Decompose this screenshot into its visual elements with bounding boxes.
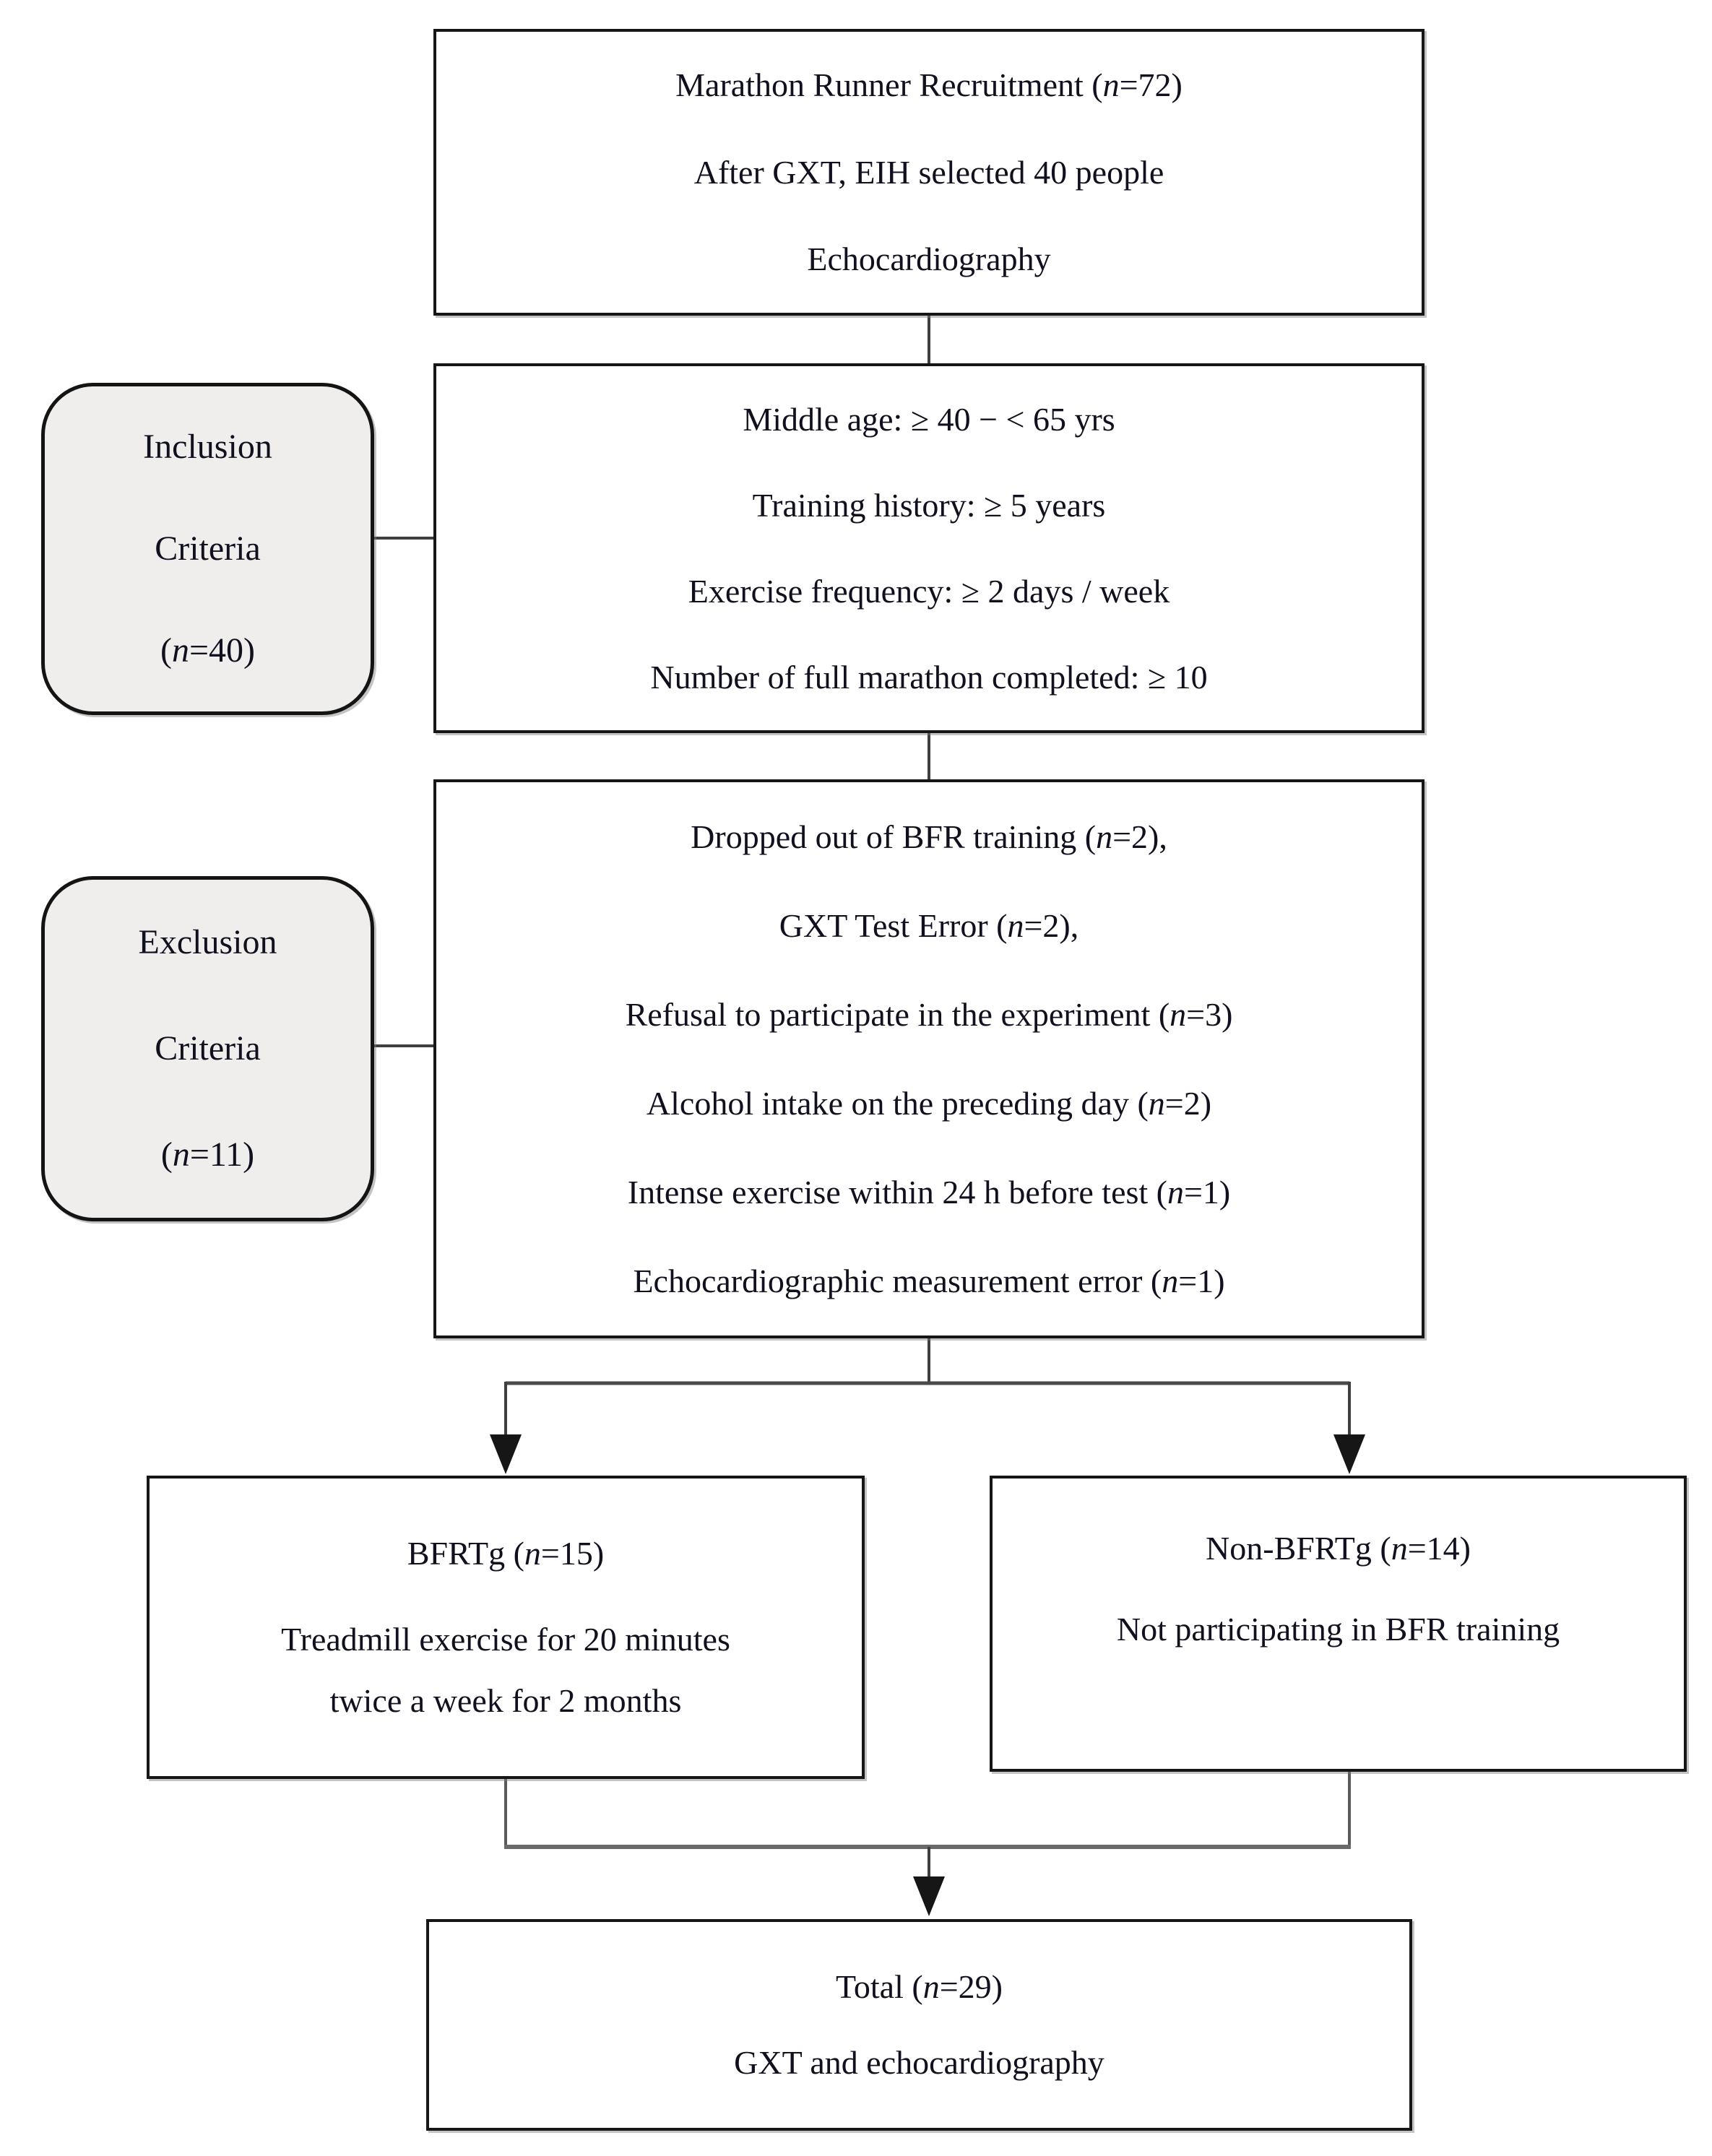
exclusion-label-line: Exclusion — [138, 923, 277, 962]
bfrtg-line: BFRTg (n=15) — [407, 1535, 605, 1572]
inclusion-label-line: Inclusion — [143, 428, 272, 467]
inclusion-criteria-label: Inclusion Criteria (n=40) — [41, 383, 374, 715]
total-line: Total (n=29) — [836, 1968, 1003, 2006]
exclusion-criteria-label: Exclusion Criteria (n=11) — [41, 876, 374, 1221]
inclusion-label-line: (n=40) — [160, 631, 256, 670]
inclusion-line: Middle age: ≥ 40 − < 65 yrs — [743, 400, 1115, 438]
exclusion-line: Echocardiographic measurement error (n=1… — [633, 1262, 1225, 1299]
arrowhead-right-branch — [1333, 1434, 1365, 1474]
recruitment-line: Marathon Runner Recruitment (n=72) — [675, 66, 1183, 104]
exclusion-criteria-box: Dropped out of BFR training (n=2), GXT T… — [433, 779, 1424, 1338]
inclusion-line: Exercise frequency: ≥ 2 days / week — [688, 572, 1170, 610]
exclusion-line: Intense exercise within 24 h before test… — [627, 1173, 1231, 1211]
non-bfrtg-line: Non-BFRTg (n=14) — [1206, 1530, 1471, 1567]
arrowhead-final — [913, 1876, 945, 1916]
inclusion-criteria-box: Middle age: ≥ 40 − < 65 yrs Training his… — [433, 363, 1424, 733]
arrowhead-left-branch — [490, 1434, 522, 1474]
bfrtg-line: Treadmill exercise for 20 minutes — [281, 1621, 730, 1658]
total-box: Total (n=29) GXT and echocardiography — [426, 1919, 1412, 2131]
exclusion-line: Refusal to participate in the experiment… — [625, 995, 1233, 1033]
exclusion-line: Dropped out of BFR training (n=2), — [691, 818, 1167, 855]
bfrtg-group-box: BFRTg (n=15) Treadmill exercise for 20 m… — [147, 1476, 865, 1779]
non-bfrtg-group-box: Non-BFRTg (n=14) Not participating in BF… — [990, 1476, 1687, 1772]
exclusion-label-line: (n=11) — [160, 1135, 255, 1174]
inclusion-line: Training history: ≥ 5 years — [752, 486, 1106, 524]
recruitment-box: Marathon Runner Recruitment (n=72) After… — [433, 29, 1424, 316]
exclusion-label-line: Criteria — [155, 1029, 261, 1068]
recruitment-line: After GXT, EIH selected 40 people — [693, 153, 1164, 191]
non-bfrtg-line: Not participating in BFR training — [1116, 1611, 1560, 1648]
recruitment-line: Echocardiography — [807, 241, 1051, 278]
exclusion-line: Alcohol intake on the preceding day (n=2… — [646, 1084, 1212, 1122]
exclusion-line: GXT Test Error (n=2), — [779, 906, 1079, 944]
total-line: GXT and echocardiography — [734, 2044, 1104, 2082]
inclusion-line: Number of full marathon completed: ≥ 10 — [650, 658, 1208, 696]
inclusion-label-line: Criteria — [155, 529, 261, 568]
bfrtg-line: twice a week for 2 months — [329, 1682, 682, 1720]
